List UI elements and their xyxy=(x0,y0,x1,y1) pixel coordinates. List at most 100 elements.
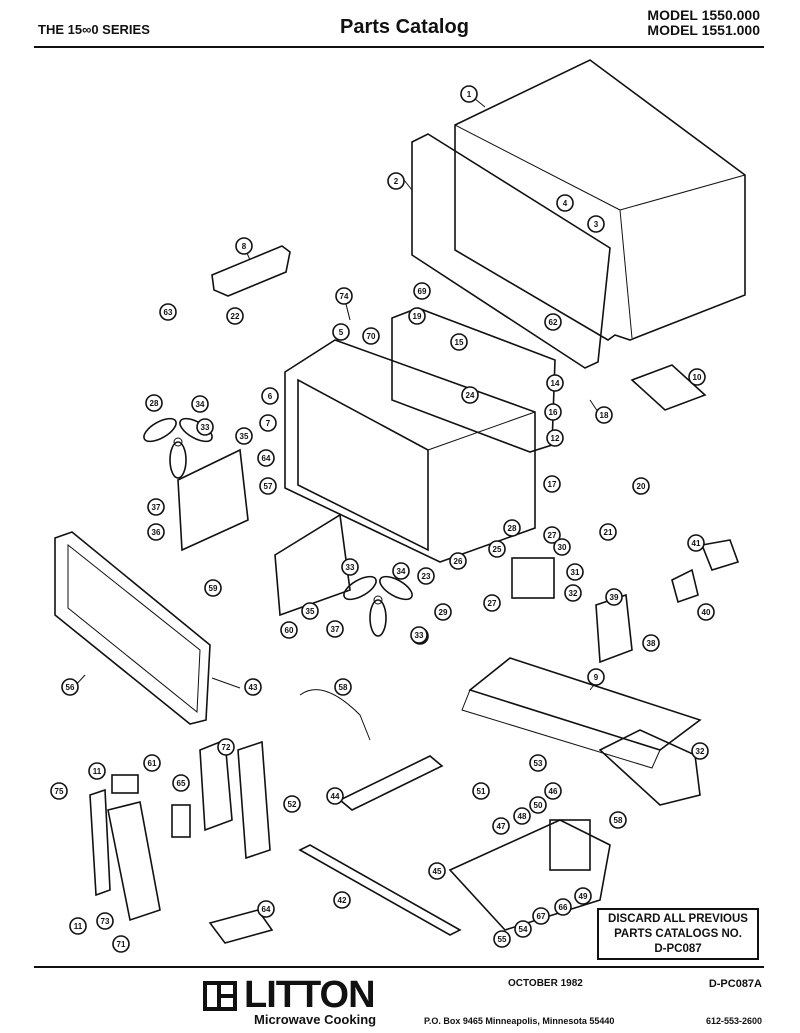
choke-plate-part xyxy=(199,738,233,832)
outer-cabinet-part xyxy=(454,59,746,341)
callout-63: 63 xyxy=(159,303,177,321)
control-strip-part xyxy=(237,740,271,860)
discard-notice-line-3: D-PC087 xyxy=(654,943,702,955)
keypad-part xyxy=(111,774,139,794)
svg-text:50: 50 xyxy=(534,801,543,810)
leader-lines xyxy=(73,93,601,691)
svg-text:60: 60 xyxy=(285,626,294,635)
callout-37a: 37 xyxy=(147,498,165,516)
series-label: THE 15∞0 SERIES xyxy=(38,22,150,37)
callout-55: 55 xyxy=(493,930,511,948)
discard-notice-line-1: DISCARD ALL PREVIOUS xyxy=(608,913,748,925)
callout-60: 60 xyxy=(280,621,298,639)
door-panel-part xyxy=(54,531,211,725)
svg-text:1: 1 xyxy=(467,90,472,99)
callout-37b: 37 xyxy=(326,620,344,638)
callout-34b: 34 xyxy=(392,562,410,580)
callout-41: 41 xyxy=(687,534,705,552)
svg-text:64: 64 xyxy=(262,454,271,463)
callout-27a: 27 xyxy=(543,526,561,544)
svg-text:28: 28 xyxy=(508,524,517,533)
callout-33b: 33 xyxy=(341,558,359,576)
callout-14: 14 xyxy=(546,374,564,392)
callout-70: 70 xyxy=(362,327,380,345)
callout-17: 17 xyxy=(543,475,561,493)
callout-26: 26 xyxy=(449,552,467,570)
callout-47: 47 xyxy=(492,817,510,835)
base-shield-part xyxy=(468,657,702,751)
svg-text:3: 3 xyxy=(594,220,599,229)
fuse-block-part xyxy=(208,909,274,944)
discard-notice-line-2: PARTS CATALOGS NO. xyxy=(614,928,742,940)
callout-62: 62 xyxy=(544,313,562,331)
svg-text:35: 35 xyxy=(240,432,249,441)
brand-name: LITTON xyxy=(244,974,376,1016)
company-address: P.O. Box 9465 Minneapolis, Minnesota 554… xyxy=(424,1016,615,1026)
callout-6: 6 xyxy=(261,387,279,405)
model-numbers: MODEL 1550.000 MODEL 1551.000 xyxy=(647,8,760,38)
svg-text:27: 27 xyxy=(488,599,497,608)
choke-shield-part xyxy=(274,513,351,617)
svg-text:4: 4 xyxy=(563,199,568,208)
callout-38: 38 xyxy=(642,634,660,652)
callout-56: 56 xyxy=(61,678,79,696)
svg-text:33: 33 xyxy=(415,631,424,640)
thermal-lead-part xyxy=(299,689,371,741)
svg-text:35: 35 xyxy=(306,607,315,616)
callout-64a: 64 xyxy=(257,449,275,467)
callout-16: 16 xyxy=(544,403,562,421)
svg-text:54: 54 xyxy=(519,925,528,934)
svg-text:30: 30 xyxy=(558,543,567,552)
callout-52: 52 xyxy=(283,795,301,813)
hinge-bracket-part xyxy=(700,539,740,571)
callout-24: 24 xyxy=(461,386,479,404)
callout-23a: 23 xyxy=(417,567,435,585)
svg-text:6: 6 xyxy=(268,392,273,401)
svg-text:32: 32 xyxy=(569,589,578,598)
callout-12: 12 xyxy=(546,429,564,447)
litton-logo-mark-icon xyxy=(203,981,237,1011)
callout-73: 73 xyxy=(96,912,114,930)
svg-text:18: 18 xyxy=(600,411,609,420)
callout-46: 46 xyxy=(544,782,562,800)
svg-text:49: 49 xyxy=(579,892,588,901)
magnetron-part xyxy=(511,557,555,599)
brand-subtitle: Microwave Cooking xyxy=(254,1012,377,1027)
bottom-tray-part xyxy=(338,755,444,811)
svg-text:41: 41 xyxy=(692,539,701,548)
svg-text:70: 70 xyxy=(367,332,376,341)
svg-text:64: 64 xyxy=(262,905,271,914)
page-title: Parts Catalog xyxy=(340,16,469,38)
callout-31: 31 xyxy=(566,563,584,581)
wave-guide-part xyxy=(598,729,701,806)
model-number-2: MODEL 1551.000 xyxy=(647,22,760,38)
litton-logo: LITTON Microwave Cooking xyxy=(200,974,400,1030)
callout-2: 2 xyxy=(387,172,405,190)
svg-text:58: 58 xyxy=(339,683,348,692)
callout-28b: 28 xyxy=(503,519,521,537)
callout-25: 25 xyxy=(488,540,506,558)
callout-1: 1 xyxy=(460,85,478,103)
footer-rule xyxy=(34,966,764,968)
callout-33c: 33 xyxy=(410,626,428,644)
frame-gasket-part xyxy=(411,133,611,369)
header-rule xyxy=(34,46,764,48)
control-board-part xyxy=(448,819,611,931)
svg-text:17: 17 xyxy=(548,480,557,489)
callout-19: 19 xyxy=(408,307,426,325)
callout-54: 54 xyxy=(514,920,532,938)
svg-text:26: 26 xyxy=(454,557,463,566)
svg-text:57: 57 xyxy=(264,482,273,491)
discard-notice: DISCARD ALL PREVIOUS PARTS CATALOGS NO. … xyxy=(597,908,759,960)
callout-67: 67 xyxy=(532,907,550,925)
callout-27b: 27 xyxy=(483,594,501,612)
svg-text:44: 44 xyxy=(331,792,340,801)
svg-text:23: 23 xyxy=(422,572,431,581)
svg-text:56: 56 xyxy=(66,683,75,692)
svg-text:67: 67 xyxy=(537,912,546,921)
svg-text:14: 14 xyxy=(551,379,560,388)
callout-39: 39 xyxy=(605,588,623,606)
callout-20: 20 xyxy=(632,477,650,495)
callout-3: 3 xyxy=(587,215,605,233)
svg-text:55: 55 xyxy=(498,935,507,944)
